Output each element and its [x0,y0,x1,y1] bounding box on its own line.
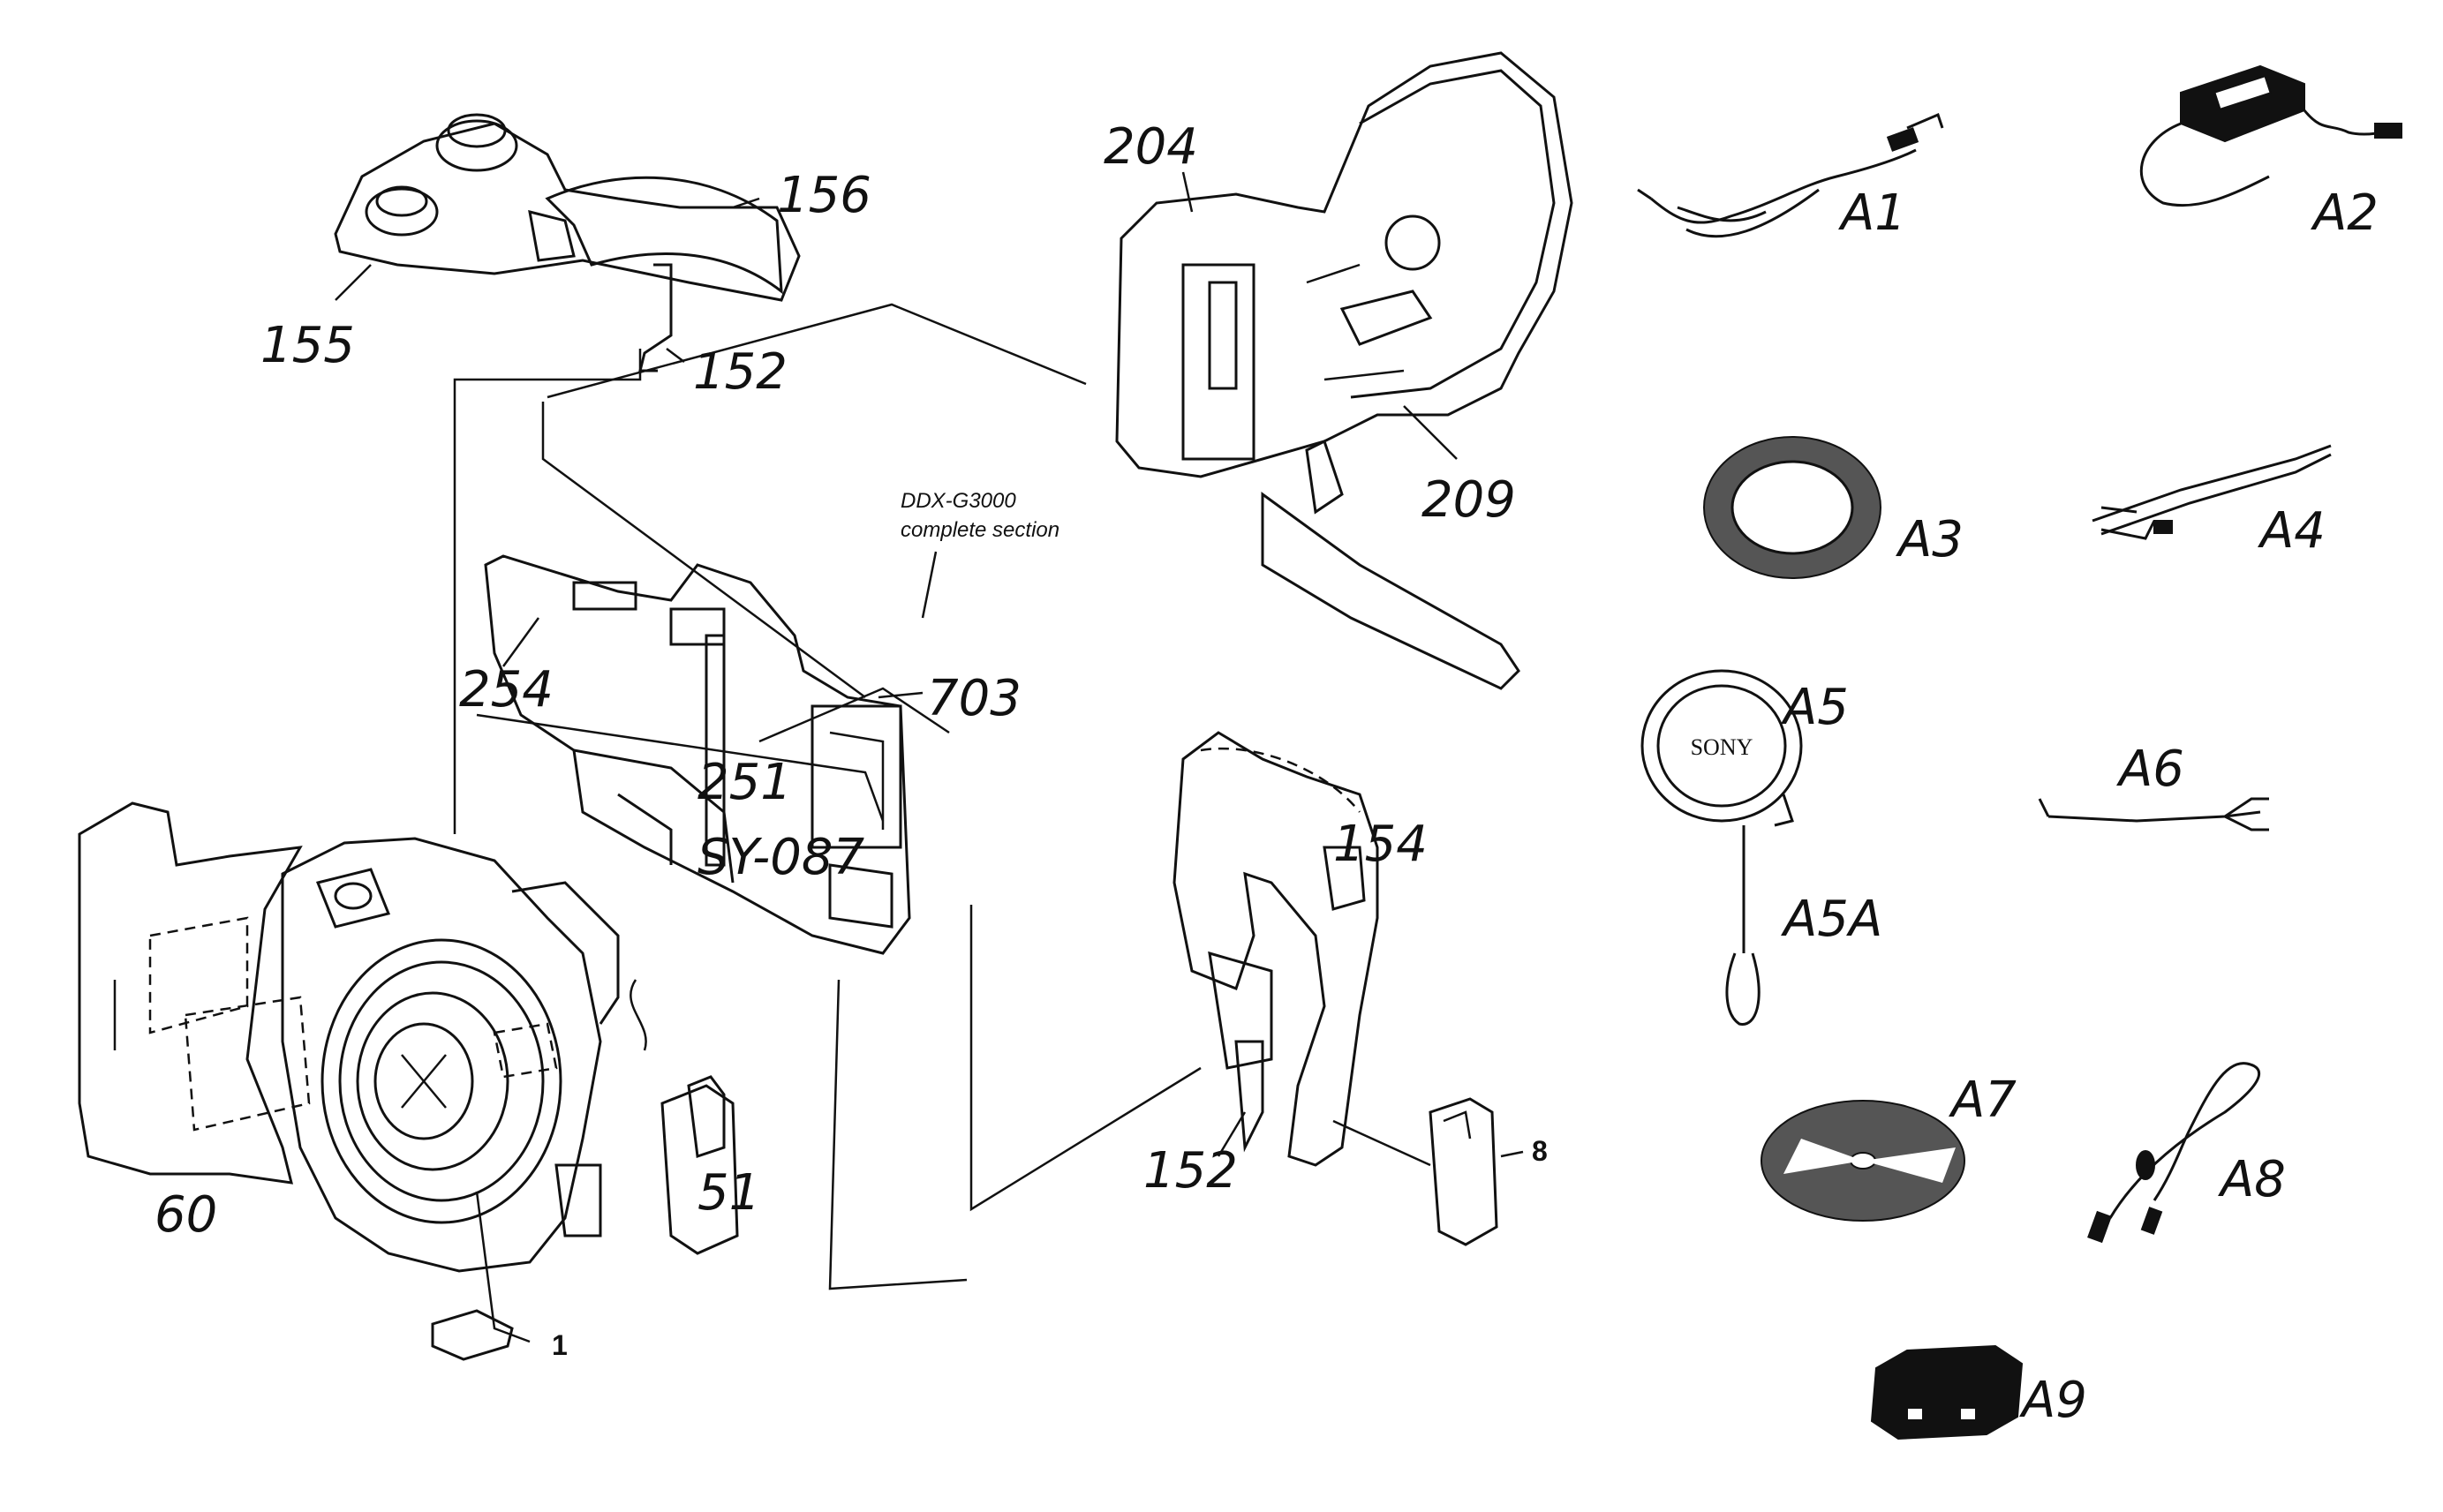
ac-adapter-accessory-a2 [2139,64,2402,207]
lens-cap-brand-text: SONY [1691,734,1753,760]
label-a9: A9 [2019,1372,2087,1429]
label-a7: A7 [1949,1072,2017,1129]
cd-rom-accessory-a7 [1761,1100,1965,1222]
battery-accessory-a9 [1870,1344,2024,1441]
label-152-top: 152 [693,343,788,401]
flex-cable-part-156 [545,176,783,372]
battery-pack-part-51 [630,979,739,1255]
video-cable-accessory-a8 [2087,1062,2261,1244]
label-a8: A8 [2218,1151,2286,1208]
lens-body-assembly [281,837,620,1273]
label-a6: A6 [2116,741,2184,798]
lens-cap-accessory-a5: SONY [1640,669,1803,827]
lens-ring-accessory-a3 [1703,436,1881,579]
label-51: 51 [697,1164,760,1222]
part-labels: 155 156 152 204 209 DDX-G3000 complete s… [155,118,2379,1429]
circuit-board-part-703 [484,554,911,955]
label-a5: A5 [1781,679,1849,736]
label-a1: A1 [1838,184,1906,242]
label-a2: A2 [2311,184,2379,242]
label-60: 60 [155,1186,217,1244]
label-152-bottom: 152 [1143,1142,1238,1200]
label-251: 251 [697,754,792,811]
label-156: 156 [777,167,871,224]
front-cover-part-60 [78,801,311,1185]
label-sy087: SY-087 [697,829,865,886]
chassis-frame-part-204-209 [1115,51,1573,690]
label-ddx-model: DDX-G3000 [901,489,1016,513]
shoulder-strap-accessory-a4 [2092,444,2332,540]
label-a4: A4 [2258,502,2326,560]
label-8: 8 [1532,1135,1548,1167]
side-cover-part-154 [1172,731,1379,1167]
leader-lines [453,303,1431,1343]
cap-string-accessory-a5a [1725,825,1761,1026]
label-204: 204 [1104,118,1198,176]
av-cable-accessory-a6 [2038,797,2269,831]
small-bracket-part-1 [431,1309,514,1361]
usb-cable-accessory-a1 [1637,112,1944,238]
label-209: 209 [1421,471,1516,529]
label-154: 154 [1333,816,1428,873]
label-254: 254 [459,661,554,718]
label-a3: A3 [1896,511,1964,568]
battery-door-part-8 [1429,1097,1498,1246]
label-703: 703 [927,670,1022,727]
label-a5a: A5A [1781,891,1882,948]
label-155: 155 [260,317,355,374]
label-ddx-section: complete section [901,518,1059,542]
top-panel-part-155 [334,113,801,302]
label-1: 1 [552,1329,568,1361]
